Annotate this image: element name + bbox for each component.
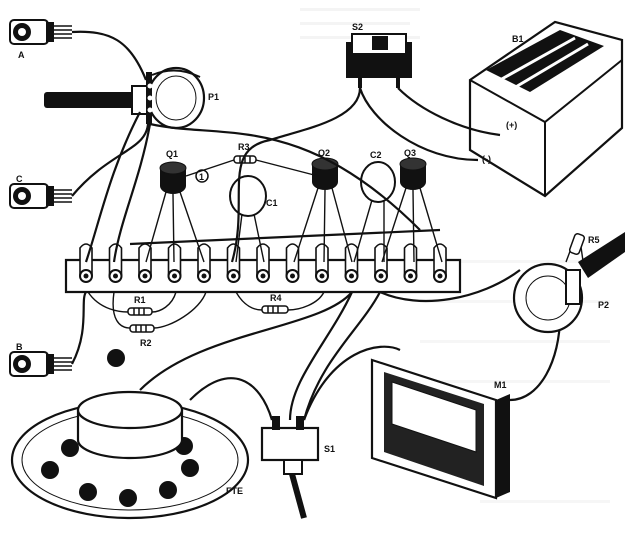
speaker-label: FTE	[226, 486, 243, 496]
capacitor-c1: C1	[229, 175, 278, 217]
battery-b1: B1 (+) (-)	[468, 20, 624, 198]
terminal-lug-rivet	[408, 273, 413, 279]
terminal-c-label: C	[16, 174, 23, 184]
terminal-lug-rivet	[319, 273, 325, 279]
transistor-q1-label: Q1	[166, 149, 178, 159]
terminal-lug-rivet	[201, 273, 207, 279]
terminal-a-label: A	[18, 50, 25, 60]
transistor-q3: Q3	[399, 148, 427, 190]
terminal-lug-rivet	[231, 273, 236, 279]
ink-dot	[107, 349, 125, 367]
terminal-lug-rivet	[378, 273, 384, 279]
transistor-q2-label: Q2	[318, 148, 330, 158]
terminal-lug	[315, 243, 329, 276]
terminal-lug-rivet	[260, 273, 266, 279]
jumper-marker-label: 1	[199, 172, 204, 182]
battery-b1-label: B1	[512, 34, 524, 44]
capacitor-c2-label: C2	[370, 150, 382, 160]
potentiometer-p1: P1	[44, 66, 219, 130]
meter-m1-label: M1	[494, 380, 507, 390]
transistor-q1: Q1	[159, 149, 187, 194]
potentiometer-p1-label: P1	[208, 92, 219, 102]
resistor-r2: R2	[112, 291, 207, 348]
meter-m1: M1	[370, 358, 510, 500]
terminal-lug-rivet	[83, 273, 89, 279]
transistor-q3-label: Q3	[404, 148, 416, 158]
terminal-lug-rivet	[172, 273, 177, 279]
speaker-fte: FTE	[10, 390, 250, 520]
terminal-lug-rivet	[113, 273, 118, 279]
resistor-r3-label: R3	[238, 142, 250, 152]
switch-s2: S2	[346, 22, 412, 88]
wiring	[71, 30, 562, 421]
resistor-r4-label: R4	[270, 293, 282, 303]
resistor-r1: R1	[87, 291, 177, 316]
switch-s1-label: S1	[324, 444, 335, 454]
terminal-lug	[108, 243, 123, 276]
switch-s1: S1	[260, 416, 335, 519]
terminal-lug-rivet	[437, 273, 443, 279]
battery-minus-label: (-)	[482, 154, 491, 164]
terminal-strip	[64, 243, 462, 294]
capacitor-c1-label: C1	[266, 198, 278, 208]
resistor-r3: R3	[233, 142, 257, 164]
terminal-lug-rivet	[349, 273, 354, 279]
potentiometer-p2: P2	[512, 232, 625, 334]
resistor-r1-label: R1	[134, 295, 146, 305]
terminal-b-label: B	[16, 342, 23, 352]
resistor-r5-label: R5	[588, 235, 600, 245]
switch-s2-label: S2	[352, 22, 363, 32]
resistor-r5: R5	[565, 232, 600, 269]
terminal-c: C	[9, 174, 72, 209]
battery-plus-label: (+)	[506, 120, 517, 130]
terminal-lug-rivet	[142, 273, 148, 279]
terminal-a: A	[9, 19, 72, 60]
resistor-r4: R4	[235, 291, 325, 314]
terminal-lug	[433, 243, 447, 276]
capacitor-c2: C2	[360, 150, 396, 203]
terminal-b: B	[9, 342, 72, 377]
terminal-lug-rivet	[290, 273, 295, 279]
potentiometer-p2-label: P2	[598, 300, 609, 310]
resistor-r2-label: R2	[140, 338, 152, 348]
